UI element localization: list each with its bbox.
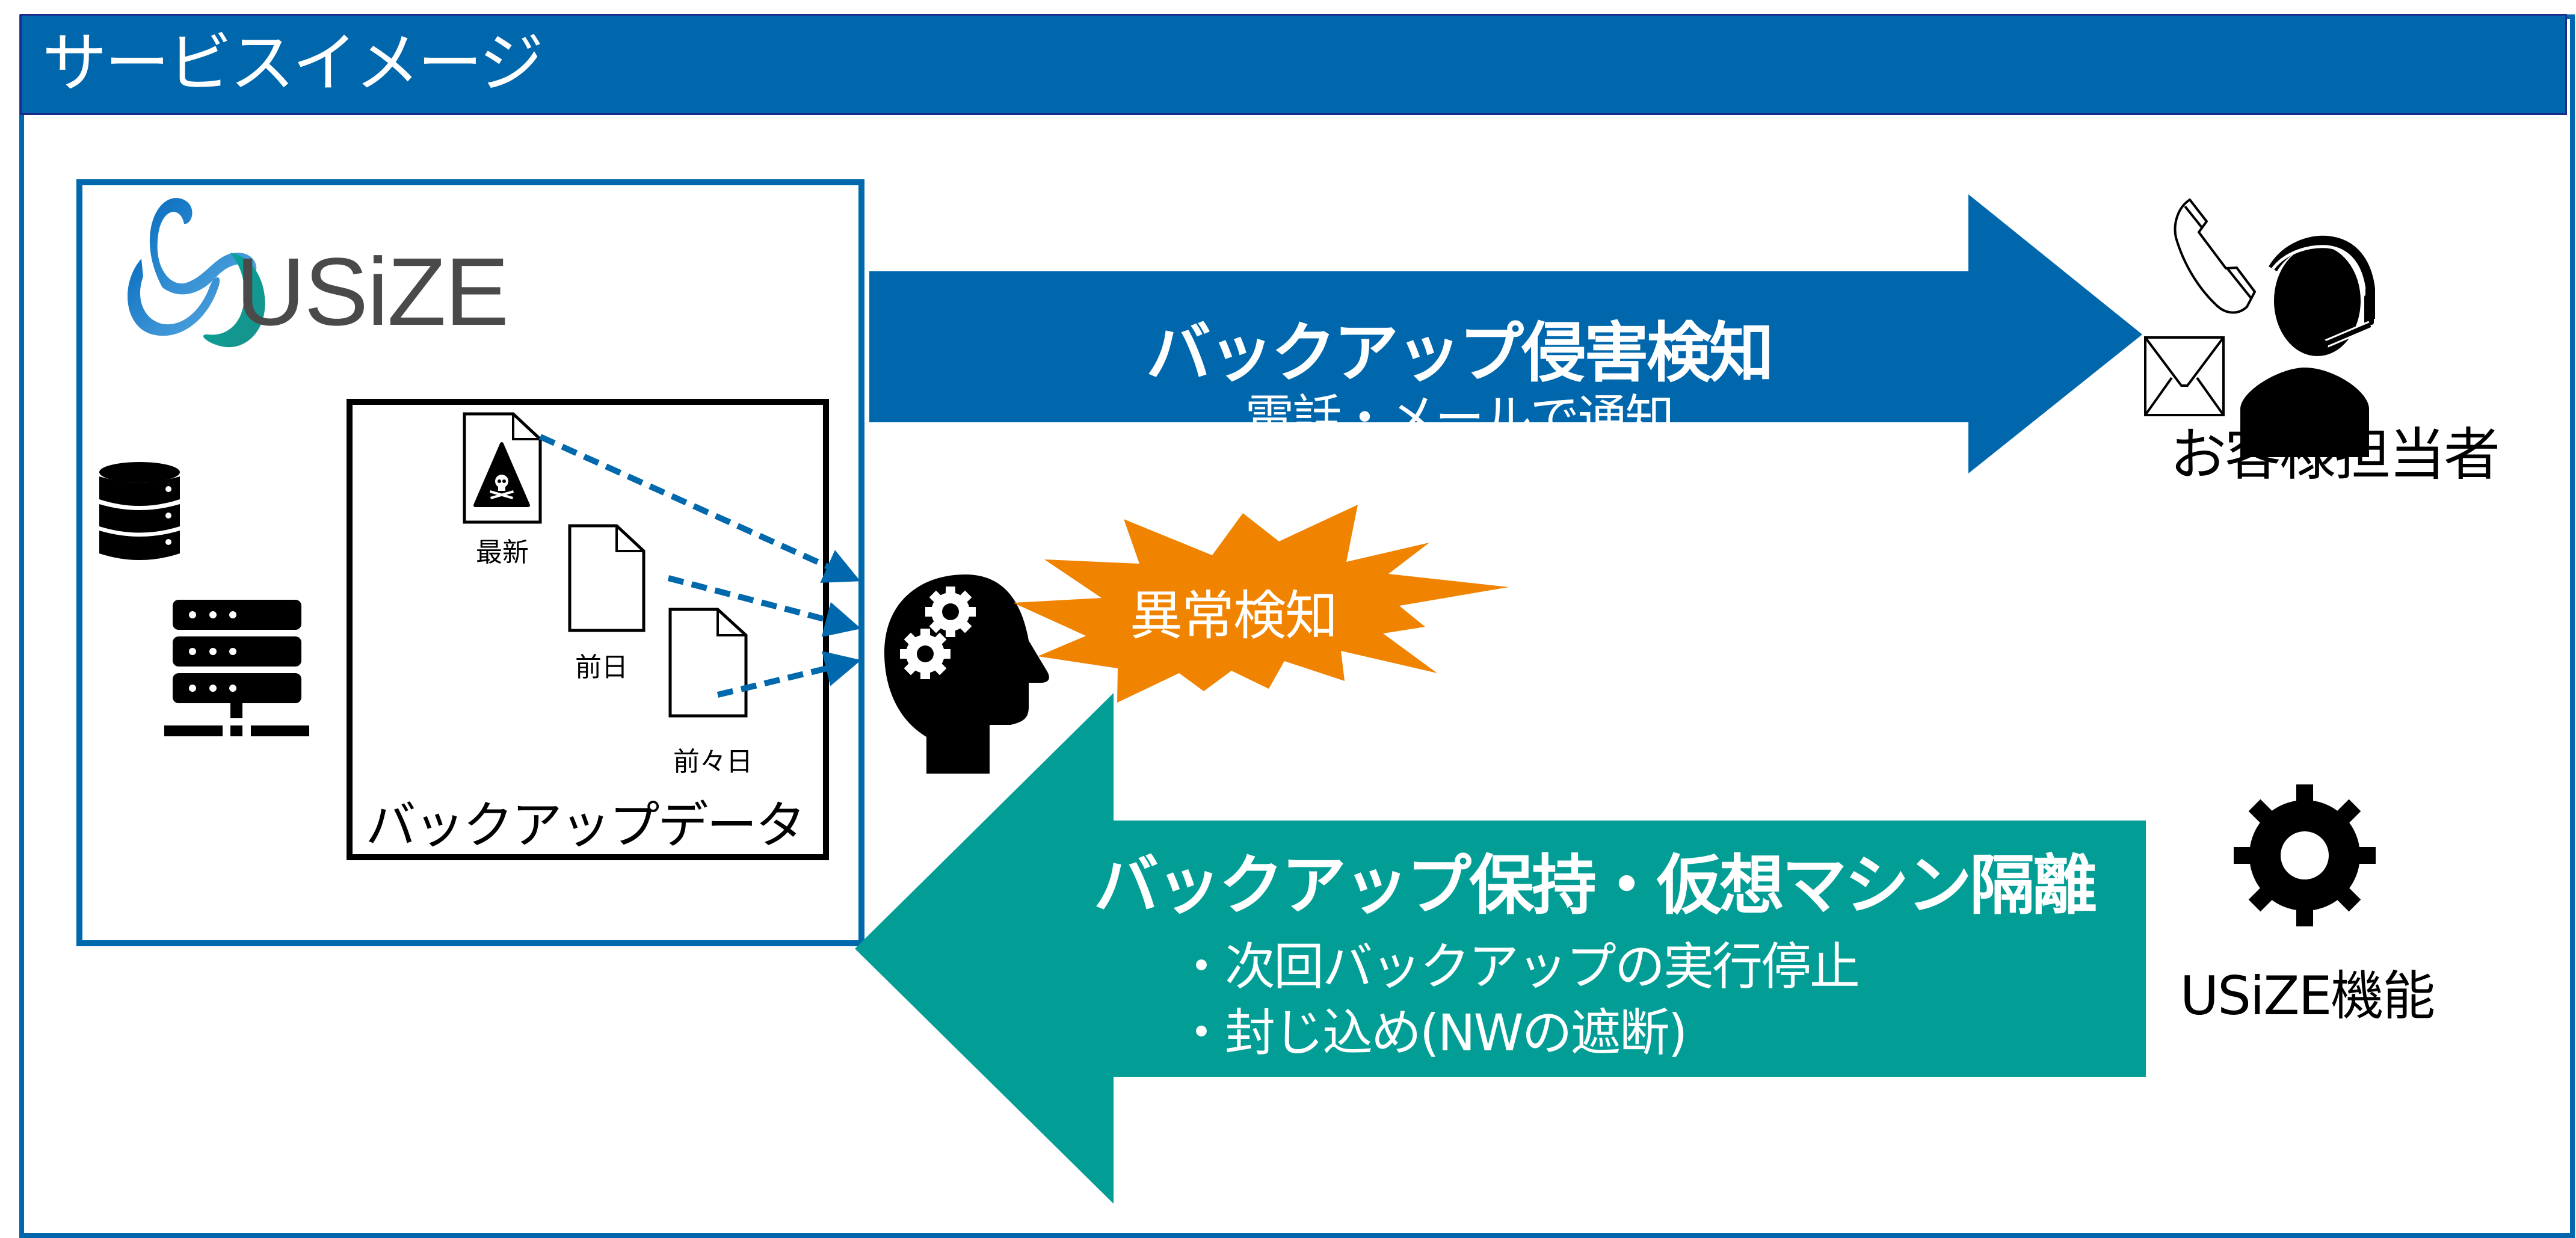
- action-arrow-title: バックアップ保持・仮想マシン隔離: [1093, 848, 2097, 923]
- anomaly-burst-label: 異常検知: [1129, 585, 1338, 647]
- page-title: サービスイメージ: [42, 26, 544, 101]
- head-gears-icon: [884, 574, 1049, 774]
- dashed-arrow-latest: [538, 434, 861, 583]
- skull-icon: [490, 475, 514, 499]
- server-icon: [164, 600, 309, 736]
- usize-function-label: USiZE機能: [2180, 965, 2436, 1027]
- notify-arrow: [869, 194, 2142, 473]
- anomaly-burst-shape: [1013, 505, 1509, 703]
- file-icon-latest-infected: [463, 412, 542, 524]
- action-arrow: [855, 693, 2146, 1204]
- gear-icon: [2234, 784, 2376, 926]
- dashed-arrow-previous-day: [667, 575, 861, 637]
- operator-headset-icon: [2240, 235, 2375, 457]
- backup-data-title: バックアップデータ: [365, 796, 806, 855]
- notify-arrow-title: バックアップ侵害検知: [1145, 316, 1774, 391]
- customer-label: お客様担当者: [2169, 422, 2500, 488]
- phone-icon: [2174, 199, 2256, 314]
- header-bar: [20, 14, 2567, 115]
- mail-icon: [2144, 336, 2225, 416]
- file-label-latest: 最新: [476, 537, 529, 568]
- usize-logo-icon: [128, 198, 265, 348]
- usize-logo-text: USiZE: [236, 238, 508, 345]
- file-icon-two-days-ago: [668, 608, 748, 718]
- database-icon: [99, 462, 180, 560]
- action-bullet-2: ・封じ込め(NWの遮断): [1176, 1003, 1687, 1062]
- usize-panel: [76, 179, 864, 946]
- action-bullet-1: ・次回バックアップの実行停止: [1176, 937, 1860, 996]
- file-label-two-days-ago: 前々日: [673, 747, 753, 777]
- notify-arrow-subtitle: 電話・メールで通知: [1245, 390, 1674, 447]
- file-label-previous-day: 前日: [575, 652, 628, 683]
- file-icon-previous-day: [568, 524, 646, 632]
